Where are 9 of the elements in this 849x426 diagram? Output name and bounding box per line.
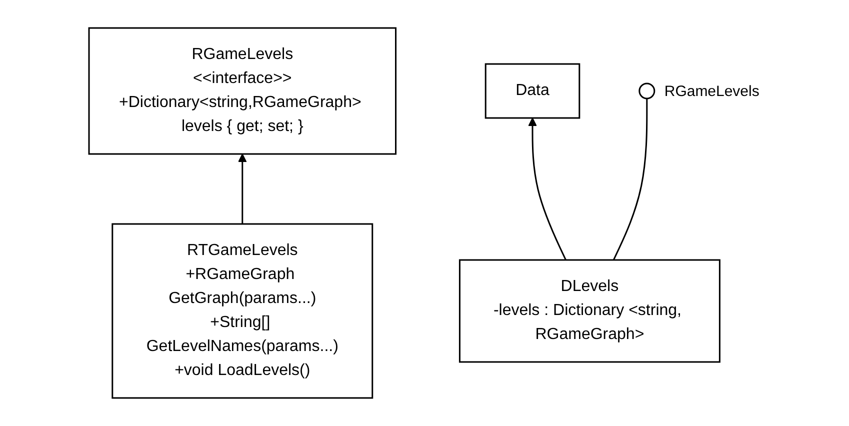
arrow bbox=[528, 118, 567, 260]
node-box: Data bbox=[485, 63, 580, 119]
arrow bbox=[238, 154, 248, 224]
interface-name: RGameLevels bbox=[664, 83, 760, 100]
node-box: RTGameLevels +RGameGraph GetGraph(params...) +String[] GetLevelNames(params...) +void LoadLevels() bbox=[112, 223, 374, 399]
node-box: DLevels -levels : Dictionary <string, RGameGraph> bbox=[459, 259, 721, 363]
node-circle bbox=[639, 82, 656, 100]
connector bbox=[613, 98, 648, 260]
node-box: RGameLevels <<interface>> +Dictionary<string,RGameGraph> levels { get; set; } bbox=[88, 27, 397, 155]
